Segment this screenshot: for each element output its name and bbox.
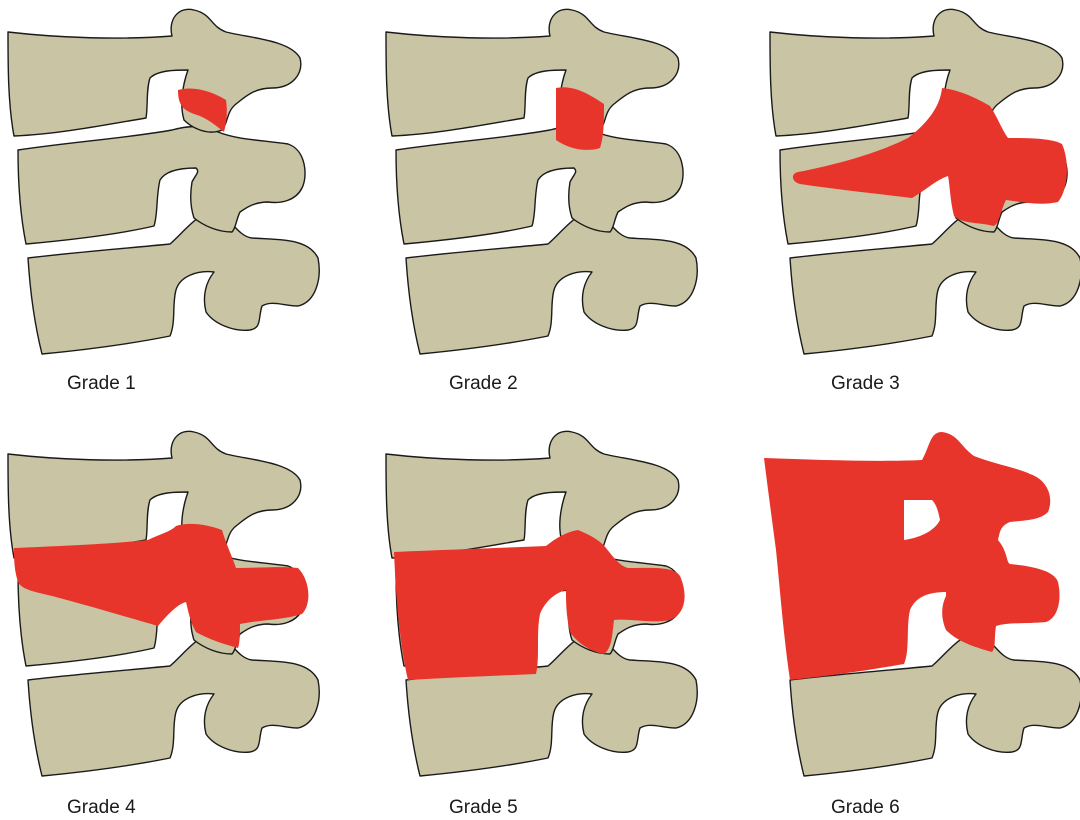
upper-vertebra (386, 9, 679, 136)
caption-grade-4: Grade 4 (67, 798, 136, 817)
caption-grade-2: Grade 2 (449, 374, 518, 393)
caption-grade-5: Grade 5 (449, 798, 518, 817)
middle-vertebra (18, 127, 305, 245)
middle-vertebra (396, 127, 683, 245)
panel-grade-2 (386, 9, 697, 354)
caption-grade-6: Grade 6 (831, 798, 900, 817)
resection-area-grade-6 (764, 432, 1060, 680)
panel-grade-1 (8, 9, 319, 354)
upper-vertebra (386, 431, 679, 558)
upper-vertebra (8, 9, 301, 136)
resection-area-grade-5 (394, 530, 685, 680)
caption-grade-3: Grade 3 (831, 374, 900, 393)
caption-grade-1: Grade 1 (67, 374, 136, 393)
upper-vertebra (770, 9, 1063, 136)
